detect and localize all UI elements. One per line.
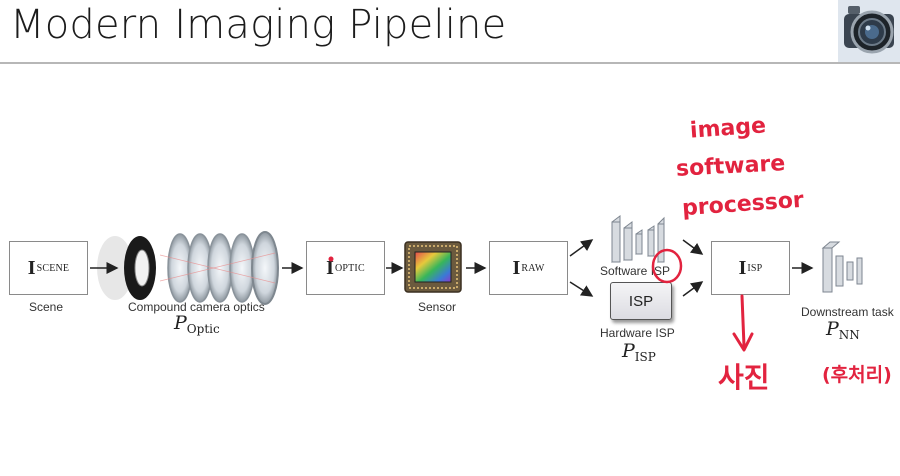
- red-down-arrow-shaft: [740, 294, 746, 348]
- hardware-isp-chip: ISP: [610, 282, 672, 320]
- downstream-caption: Downstream task: [801, 305, 894, 319]
- optics-operator-symbol: P: [174, 312, 187, 334]
- arrow-raw-software: [569, 239, 594, 257]
- scene-symbol: I: [27, 256, 36, 279]
- nn-operator-symbol: P: [826, 318, 839, 340]
- camera-lens-logo-icon: [838, 0, 900, 62]
- sensor-caption: Sensor: [418, 300, 457, 314]
- hardware-isp-caption: Hardware ISP: [600, 326, 675, 340]
- optic-symbol: I: [326, 256, 334, 279]
- annotation-photo: 사진: [718, 361, 770, 394]
- annotation-image: image: [689, 113, 767, 144]
- isp-operator-symbol: P: [622, 340, 635, 362]
- raw-symbol: I: [512, 256, 521, 279]
- arrow-raw-hardware: [569, 281, 594, 297]
- isp-operator: PISP: [622, 340, 656, 364]
- annotation-software: software: [675, 151, 786, 182]
- arrow-software-isp: [682, 239, 704, 255]
- optics-operator: POptic: [174, 312, 220, 336]
- isp-subscript: ISP: [747, 262, 763, 274]
- arrow-hardware-isp: [682, 281, 704, 297]
- scene-subscript: SCENE: [36, 262, 70, 274]
- isp-operator-sub: ISP: [634, 350, 656, 364]
- title-divider: [0, 62, 900, 64]
- red-down-arrow-head: [732, 332, 754, 352]
- optic-subscript: OPTIC: [334, 262, 365, 274]
- isp-symbol: I: [738, 256, 747, 279]
- annotation-post-processing: (후처리): [822, 364, 892, 386]
- optics-caption: Compound camera optics: [128, 300, 265, 314]
- scene-caption: Scene: [29, 300, 64, 314]
- raw-subscript: RAW: [521, 262, 545, 274]
- optics-operator-sub: Optic: [186, 322, 220, 336]
- annotation-processor: processor: [681, 187, 805, 222]
- nn-operator-sub: NN: [838, 328, 860, 342]
- software-isp-caption: Software ISP: [600, 264, 671, 278]
- slide-title: Modern Imaging Pipeline: [10, 2, 507, 48]
- nn-operator: PNN: [826, 318, 860, 342]
